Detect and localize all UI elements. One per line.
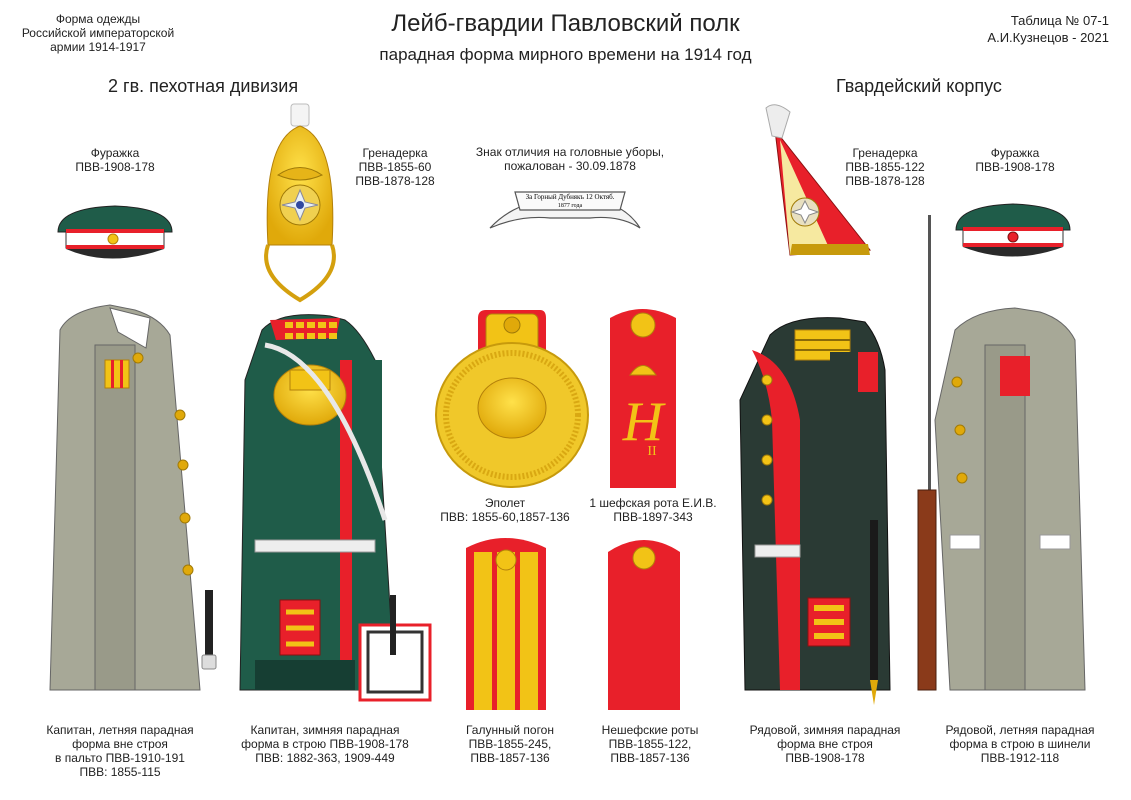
header-left: Форма одежды Российской императорской ар… [18,12,178,54]
caption-private-winter: Рядовой, зимняя парадная форма вне строя… [735,723,915,765]
button-icon [956,472,968,484]
caption-captain-winter: Капитан, зимняя парадная форма в строю П… [230,723,420,765]
caption-nonchef: Нешефские роты ПВВ-1855-122, ПВВ-1857-13… [580,723,720,765]
caption-line: ПВВ-1878-128 [845,174,925,188]
caption-line: ПВВ-1908-178 [785,751,865,765]
header-left-line-3: армии 1914-1917 [50,40,146,54]
button-icon [174,409,186,421]
shoulder-strap-galloon [466,538,546,710]
caption-line: Галунный погон [465,723,554,737]
caption-line: Капитан, летняя парадная [46,723,194,737]
button-icon [132,352,144,364]
caption-private-summer: Рядовой, летняя парадная форма в строю в… [925,723,1115,765]
button-icon [954,424,966,436]
figure-private-summer [917,215,1086,691]
caption-line: ПВВ-1908-178 [975,160,1055,174]
crown-icon [629,365,657,376]
caption-line: Фуражка [90,146,140,160]
caption-line: ПВВ-1857-136 [470,751,550,765]
cypher-letter: Н [622,391,666,453]
caption-line: Капитан, зимняя парадная [250,723,400,737]
grenadier-cap-right [765,104,871,256]
button-icon [951,376,963,388]
figure-captain-summer [49,304,217,691]
button-icon [179,512,191,524]
caption-line: ПВВ-1912-118 [980,751,1060,765]
button-icon [761,454,773,466]
bayonet [928,215,931,515]
caption-line: форма вне строя [72,737,168,751]
caption-company: 1 шефская рота Е.И.В. ПВВ-1897-343 [578,496,728,524]
table-number: Таблица № 07-1 [1010,13,1109,28]
button-icon [761,494,773,506]
caption-epaulette: Эполет ПВВ: 1855-60,1857-136 [430,496,580,524]
figure-private-winter [739,317,891,705]
button-icon [182,564,194,576]
caption-line: ПВВ-1855-60 [358,160,432,174]
caption-line: Гренадерка [362,146,428,160]
caption-grenadier-left: Гренадерка ПВВ-1855-60 ПВВ-1878-128 [340,146,450,188]
header-left-line-1: Форма одежды [55,12,141,26]
cypher-number: II [647,444,657,459]
caption-line: Эполет [484,496,526,510]
section-left: 2 гв. пехотная дивизия [108,76,299,96]
button-icon [495,549,517,571]
cap-right [955,203,1071,257]
caption-line: ПВВ-1878-128 [355,174,435,188]
cockade-icon [107,233,119,245]
header-right: Таблица № 07-1 А.И.Кузнецов - 2021 [987,12,1109,46]
caption-line: ПВВ-1857-136 [610,751,690,765]
caption-grenadier-right: Гренадерка ПВВ-1855-122 ПВВ-1878-128 [830,146,940,188]
button-icon [761,414,773,426]
caption-line: ПВВ-1897-343 [613,510,693,524]
caption-line: форма в строю в шинели [949,737,1091,751]
header-left-line-2: Российской императорской [21,26,175,40]
caption-line: форма в строю ПВВ-1908-178 [241,737,409,751]
cockade-icon [1007,231,1019,243]
button-icon [761,374,773,386]
button-icon [632,546,656,570]
caption-cap-left: Фуражка ПВВ-1908-178 [60,146,170,174]
caption-line: ПВВ-1855-122, [608,737,692,751]
caption-line: ПВВ-1855-122 [845,160,925,174]
button-icon [177,459,189,471]
caption-line: ПВВ: 1855-115 [79,765,161,779]
caption-galloon: Галунный погон ПВВ-1855-245, ПВВ-1857-13… [440,723,580,765]
caption-line: в пальто ПВВ-1910-191 [55,751,185,765]
caption-cap-right: Фуражка ПВВ-1908-178 [960,146,1070,174]
badge-ribbon: За Горный Дубнякъ 12 Октяб. 1877 года [489,191,641,229]
shoulder-strap-chef-company: Н II [610,309,676,488]
caption-line: форма вне строя [777,737,873,751]
caption-line: ПВВ-1855-245, [468,737,552,751]
caption-line: Знак отличия на головные уборы, [475,145,665,159]
caption-line: ПВВ: 1882-363, 1909-449 [255,751,395,765]
cap-left [57,205,173,259]
page-title: Лейб-гвардии Павловский полк [391,10,740,37]
badge-ribbon-text-2: 1877 года [558,203,583,209]
badge-ribbon-text-1: За Горный Дубнякъ 12 Октяб. [526,193,615,201]
caption-captain-summer: Капитан, летняя парадная форма вне строя… [35,723,205,779]
button-icon [630,312,656,338]
caption-line: Рядовой, летняя парадная [945,723,1095,737]
caption-line: Фуражка [990,146,1040,160]
author: А.И.Кузнецов - 2021 [987,30,1109,45]
caption-line: ПВВ: 1855-60,1857-136 [440,510,570,524]
caption-badge: Знак отличия на головные уборы, пожалова… [455,145,685,173]
caption-line: пожалован - 30.09.1878 [504,159,636,173]
caption-line: 1 шефская рота Е.И.В. [589,496,717,510]
caption-line: Гренадерка [852,146,918,160]
section-right: Гвардейский корпус [836,76,1002,96]
rifle-stock [917,489,937,691]
crown-button-icon [503,316,521,334]
caption-line: Нешефские роты [601,723,699,737]
page-subtitle: парадная форма мирного времени на 1914 г… [379,45,752,64]
grenadier-cap-left [264,103,336,303]
epaulette [435,310,589,488]
shoulder-strap-nonchef [608,540,680,710]
caption-line: Рядовой, зимняя парадная [749,723,901,737]
caption-line: ПВВ-1908-178 [75,160,155,174]
figure-captain-winter [239,314,432,702]
